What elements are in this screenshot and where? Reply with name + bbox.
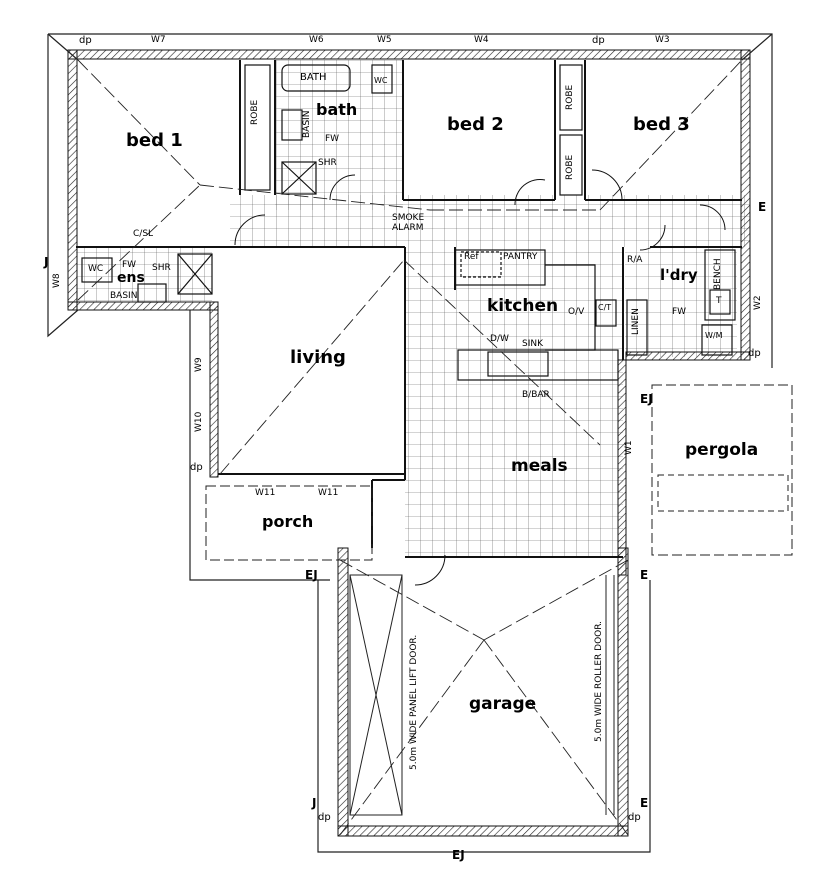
- garage-and-pergola: [205, 384, 793, 816]
- garage-roller-door-note: 5.0m WIDE ROLLER DOOR.: [594, 620, 604, 742]
- fixture-fw-bath: FW: [325, 134, 340, 144]
- smoke-alarm-line-1: SMOKE: [392, 213, 425, 223]
- fixture-basin-ensuite: BASIN: [110, 291, 138, 301]
- internal-walls: [76, 60, 742, 558]
- basin-label-bath: BASIN: [302, 110, 312, 138]
- roof-lines: [77, 59, 743, 836]
- window-w11-left: W11: [255, 488, 276, 498]
- fixture-ref: Ref: [464, 252, 479, 262]
- downpipe-top-left: dp: [79, 35, 92, 46]
- fixture-sink: SINK: [522, 339, 544, 349]
- smoke-alarm-line-2: ALARM: [392, 223, 424, 233]
- robe-label-bed3: ROBE: [565, 154, 575, 180]
- room-label-laundry: l'dry: [660, 266, 698, 284]
- fixture-fw-ensuite: FW: [122, 260, 137, 270]
- window-w1: W1: [624, 440, 634, 455]
- kitchen-benches: [454, 249, 619, 381]
- window-w5: W5: [377, 35, 392, 45]
- fixture-pantry: PANTRY: [503, 252, 538, 262]
- fixture-wc-ensuite: WC: [88, 264, 104, 274]
- expansion-joint-garage-bottom: EJ: [452, 848, 465, 862]
- room-label-kitchen: kitchen: [487, 296, 559, 316]
- room-label-living: living: [290, 347, 346, 368]
- doors: [234, 169, 726, 586]
- wardrobes: [244, 64, 583, 196]
- downpipe-garage-left: dp: [318, 812, 331, 823]
- room-label-bath: bath: [316, 100, 358, 119]
- window-w2: W2: [753, 295, 763, 310]
- downpipe-top-right: dp: [592, 35, 605, 46]
- window-w10: W10: [194, 411, 204, 432]
- fixture-fw-laundry: FW: [672, 307, 687, 317]
- linen-label: LINEN: [631, 308, 641, 335]
- downpipe-garage-right: dp: [628, 812, 641, 823]
- robe-label-bed2: ROBE: [565, 84, 575, 110]
- window-w3: W3: [655, 35, 670, 45]
- bathroom-fixtures: [81, 64, 736, 356]
- room-label-ensuite: ens: [117, 270, 145, 286]
- fixture-breakfast-bar: B/BAR: [522, 390, 550, 400]
- marker-j-left: J: [44, 255, 49, 269]
- marker-e-garage-bottom: E: [640, 796, 649, 810]
- room-label-bed-3: bed 3: [633, 114, 690, 135]
- fixture-bath-label: BATH: [300, 72, 327, 83]
- fixture-oven: O/V: [568, 307, 585, 317]
- room-label-porch: porch: [262, 512, 314, 531]
- window-w9: W9: [194, 357, 204, 372]
- garage-panel-door-note: 5.0m WIDE PANEL LIFT DOOR.: [409, 634, 419, 770]
- marker-e-garage: E: [640, 568, 649, 582]
- fixture-shr-ensuite: SHR: [152, 263, 171, 273]
- room-label-garage: garage: [469, 694, 537, 714]
- marker-j-garage: J: [312, 796, 317, 810]
- window-w4: W4: [474, 35, 489, 45]
- fixture-ra: R/A: [627, 255, 643, 265]
- fixture-shr-bath: SHR: [318, 158, 337, 168]
- external-walls: [67, 49, 751, 837]
- room-label-bed-2: bed 2: [447, 114, 504, 135]
- fixture-laundry-tub: T: [716, 296, 722, 306]
- fixture-dishwasher: D/W: [490, 334, 509, 344]
- downpipe-right: dp: [748, 348, 761, 359]
- tiled-floor-areas: [76, 60, 750, 557]
- window-w6: W6: [309, 35, 324, 45]
- marker-e-right: E: [758, 200, 767, 214]
- smoke-alarm-label: SMOKE ALARM: [392, 213, 424, 233]
- room-label-meals: meals: [511, 456, 568, 476]
- fixture-c-sl: C/SL: [133, 229, 154, 239]
- window-w11-right: W11: [318, 488, 339, 498]
- room-label-pergola: pergola: [685, 440, 759, 460]
- room-label-bed-1: bed 1: [126, 130, 183, 151]
- bench-label-laundry: BENCH: [713, 258, 723, 290]
- fixture-washing-machine: W/M: [705, 331, 723, 340]
- robe-label-bed1: ROBE: [250, 99, 260, 125]
- expansion-joint-garage-left: EJ: [305, 568, 318, 582]
- window-w8: W8: [52, 273, 62, 288]
- window-w7: W7: [151, 35, 166, 45]
- expansion-joint-meals: EJ: [640, 392, 653, 406]
- eave-lines: [47, 33, 773, 853]
- fixture-wc-bath: WC: [374, 76, 388, 85]
- downpipe-left: dp: [190, 462, 203, 473]
- fixture-cooktop: C/T: [598, 303, 612, 312]
